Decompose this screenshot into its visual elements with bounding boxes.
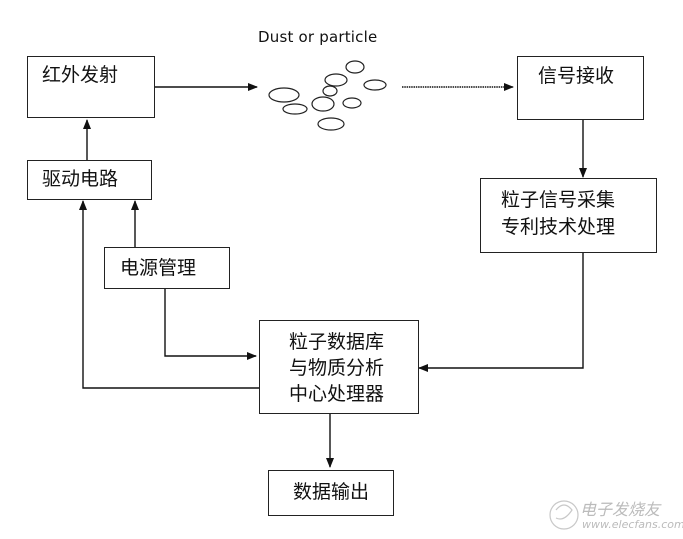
particle: [311, 96, 335, 112]
cpu-line2: 与物质分析: [289, 357, 385, 379]
particles-cluster: [268, 60, 387, 131]
watermark-url: www.elecfans.com: [582, 518, 683, 531]
watermark-text: 电子发烧友: [580, 500, 661, 519]
particle: [268, 87, 300, 103]
particle: [342, 97, 362, 109]
particle: [363, 79, 387, 91]
central-processor-box: 粒子数据库 与物质分析 中心处理器: [259, 320, 419, 414]
power-mgmt-box: 电源管理: [104, 247, 230, 289]
arrow-collect-to-cpu: [418, 253, 584, 372]
cpu-line3: 中心处理器: [289, 383, 385, 405]
ir-emit-label: 红外发射: [42, 64, 119, 86]
collect-line2: 专利技术处理: [501, 216, 616, 238]
ir-emit-box: 红外发射: [27, 56, 155, 118]
particle: [317, 117, 345, 131]
particle: [282, 103, 308, 115]
collect-line1: 粒子信号采集: [501, 189, 616, 211]
arrow-power-to-cpu: [164, 289, 257, 360]
data-output-box: 数据输出: [268, 470, 394, 516]
particle: [345, 60, 365, 74]
particle: [322, 85, 338, 97]
particle-collect-box: 粒子信号采集 专利技术处理: [480, 178, 657, 253]
dust-label: Dust or particle: [258, 28, 378, 46]
watermark-logo: [549, 500, 579, 530]
particle: [324, 73, 348, 87]
data-output-label: 数据输出: [293, 481, 370, 503]
signal-receive-box: 信号接收: [517, 56, 644, 120]
cpu-line1: 粒子数据库: [289, 331, 385, 353]
signal-receive-label: 信号接收: [538, 65, 615, 87]
drive-circuit-label: 驱动电路: [42, 168, 119, 190]
arrow-cpu-to-drive: [79, 200, 259, 389]
drive-circuit-box: 驱动电路: [27, 160, 152, 200]
power-mgmt-label: 电源管理: [120, 257, 197, 279]
